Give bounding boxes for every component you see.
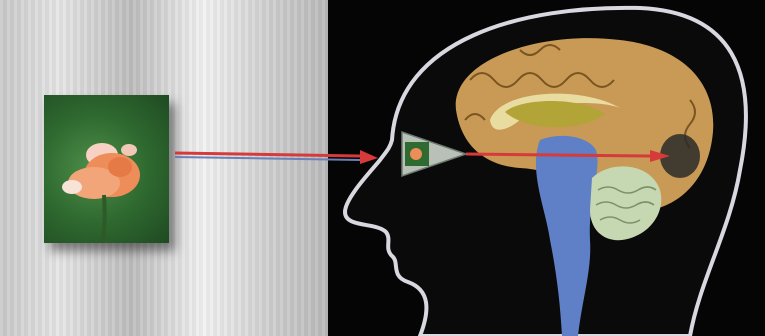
incoming-blue-arrow [175,157,360,160]
incoming-arrowhead [360,150,378,164]
inner-red-arrow [466,154,650,156]
incoming-red-arrow [175,153,360,156]
